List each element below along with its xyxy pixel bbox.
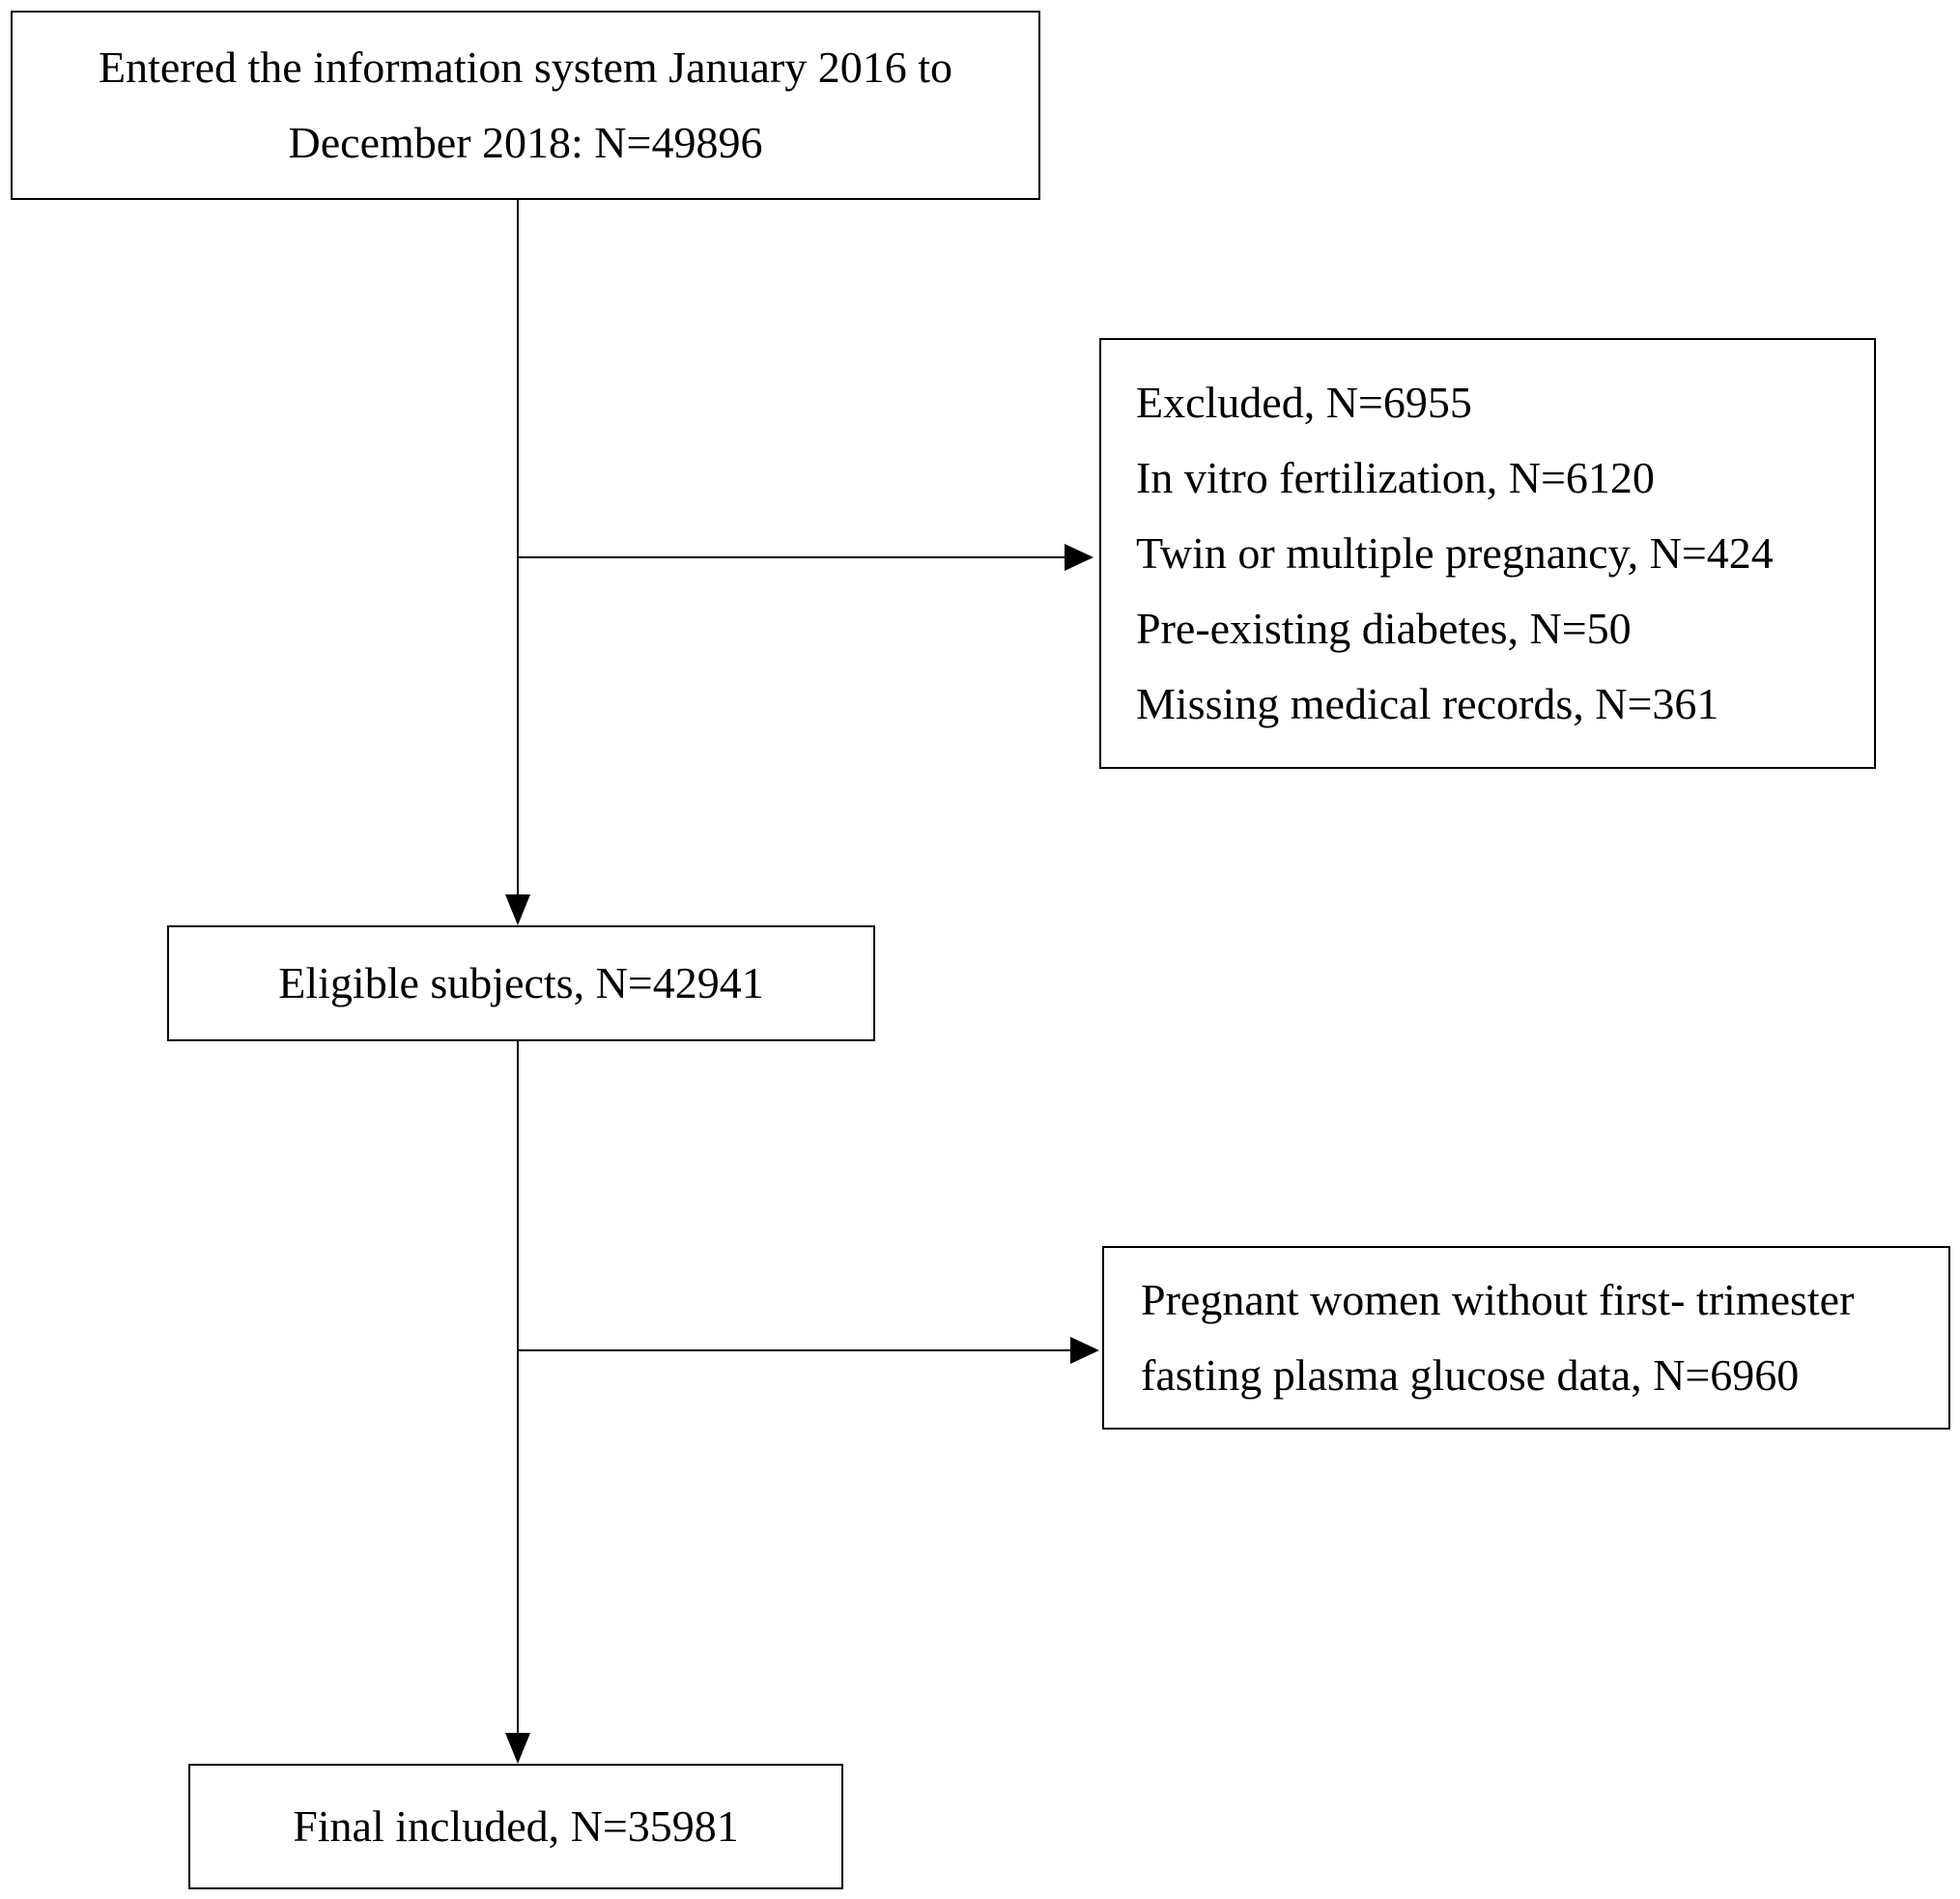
- final-line: Final included, N=35981: [293, 1801, 739, 1851]
- exclusion-1-line: Missing medical records, N=361: [1136, 679, 1719, 728]
- eligible-box: Eligible subjects, N=42941: [167, 925, 875, 1041]
- arrowhead-exclusion-2: [1070, 1337, 1099, 1364]
- exclusion-1-line: In vitro fertilization, N=6120: [1136, 453, 1655, 502]
- exclusion-box-1: Excluded, N=6955 In vitro fertilization,…: [1099, 338, 1876, 769]
- start-line: December 2018: N=49896: [288, 118, 763, 167]
- exclusion-1-line: Pre-existing diabetes, N=50: [1136, 604, 1632, 653]
- exclusion-1-line: Excluded, N=6955: [1136, 378, 1472, 427]
- exclusion-2-line: Pregnant women without first- trimester: [1141, 1275, 1855, 1324]
- exclusion-box-2: Pregnant women without first- trimester …: [1102, 1246, 1950, 1430]
- final-box: Final included, N=35981: [188, 1764, 843, 1889]
- exclusion-2-line: fasting plasma glucose data, N=6960: [1141, 1350, 1800, 1400]
- arrowhead-final: [505, 1733, 530, 1764]
- start-line: Entered the information system January 2…: [98, 43, 953, 92]
- eligible-line: Eligible subjects, N=42941: [278, 958, 764, 1007]
- arrowhead-exclusion-1: [1065, 544, 1094, 571]
- start-box: Entered the information system January 2…: [11, 11, 1040, 200]
- exclusion-1-line: Twin or multiple pregnancy, N=424: [1136, 528, 1774, 578]
- arrowhead-eligible: [505, 894, 530, 925]
